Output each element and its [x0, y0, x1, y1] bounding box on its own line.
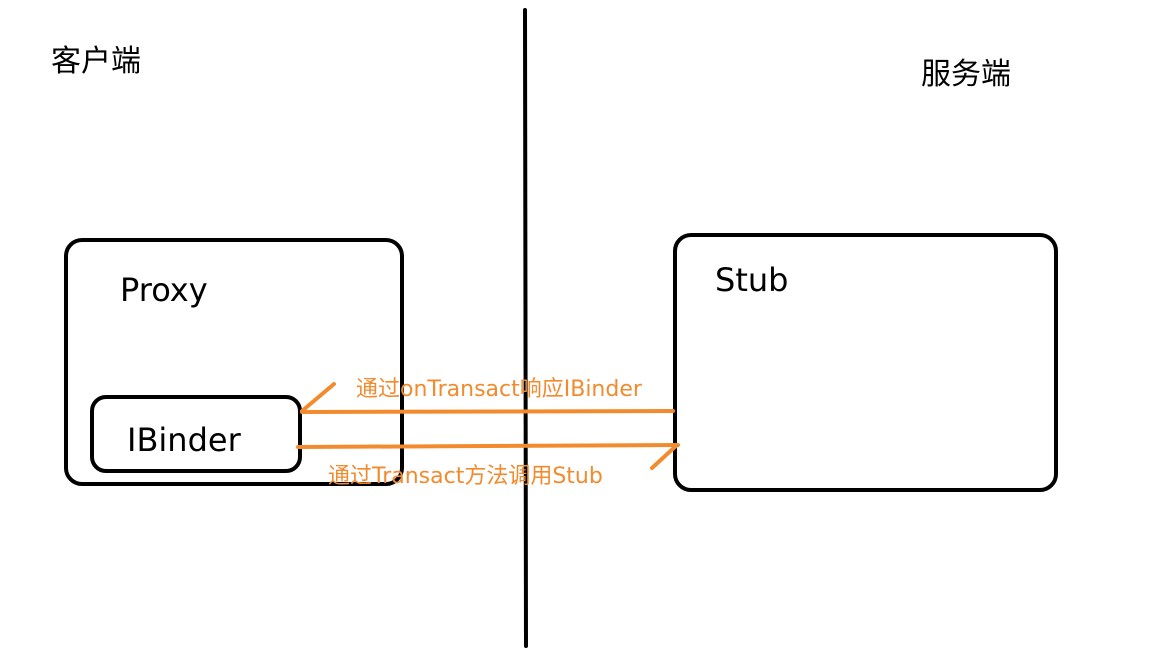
- ibinder-label: IBinder: [127, 421, 241, 459]
- response-arrow: [300, 382, 675, 414]
- ibinder-box: [90, 395, 302, 473]
- proxy-label: Proxy: [120, 271, 208, 309]
- response-arrow-head: [300, 382, 336, 413]
- call-arrow-shaft: [296, 443, 680, 449]
- stub-box: [673, 233, 1058, 492]
- call-arrow-head: [650, 443, 679, 470]
- proxy-box: [64, 238, 404, 486]
- response-arrow-label: 通过onTransact响应IBinder: [356, 377, 642, 402]
- server-side-label: 服务端: [921, 57, 1011, 92]
- response-arrow-shaft: [300, 409, 675, 414]
- call-arrow-label: 通过Transact方法调用Stub: [328, 464, 603, 489]
- stub-label: Stub: [715, 261, 789, 299]
- call-arrow: [296, 443, 680, 470]
- client-side-label: 客户端: [51, 44, 141, 79]
- client-server-divider: [523, 8, 528, 648]
